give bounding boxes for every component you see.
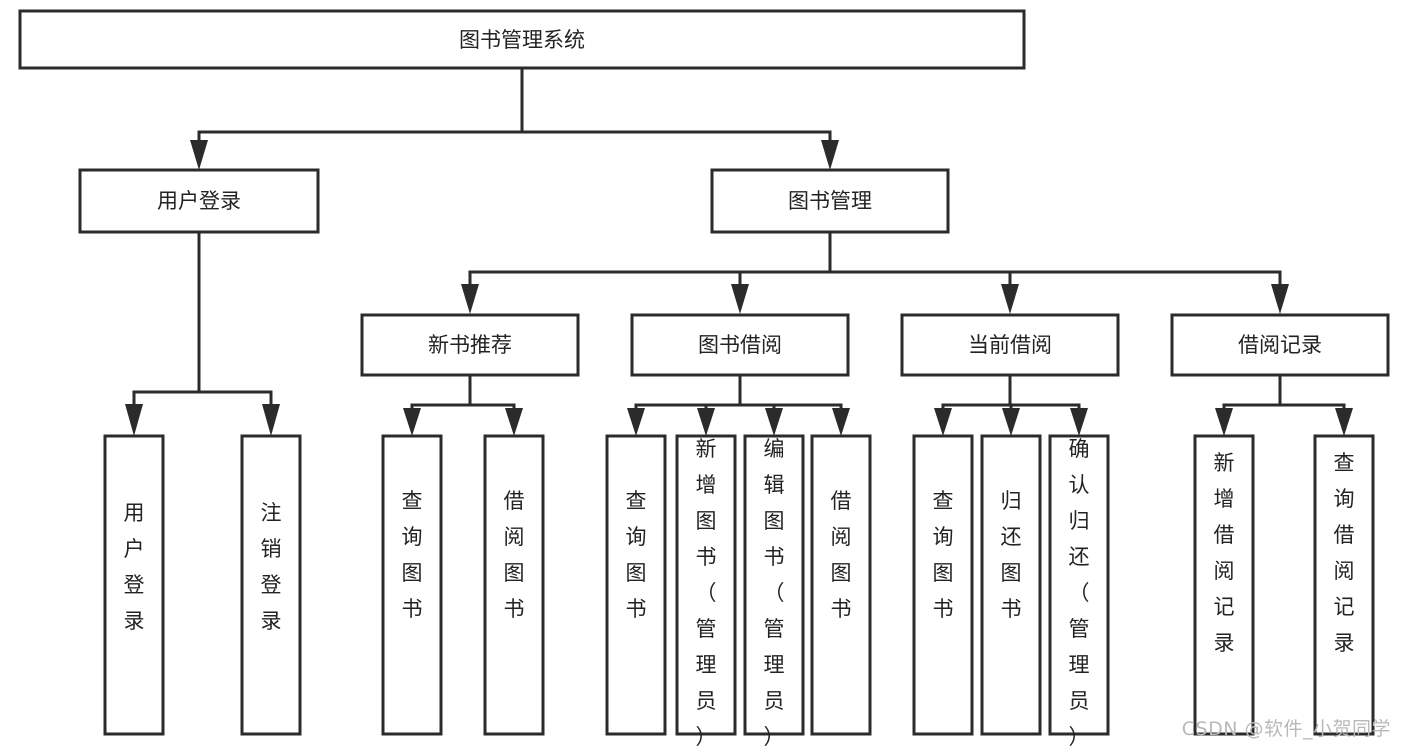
arrowhead-user-login <box>190 140 208 170</box>
node-current-borrow[interactable]: 当前借阅 <box>900 313 1120 377</box>
node-current-borrow-box[interactable] <box>900 313 1120 377</box>
node-borrow-record[interactable]: 借阅记录 <box>1170 313 1390 377</box>
leaf-bb-add-book[interactable]: 新增图书（管理员） <box>675 434 737 747</box>
leaf-bb-query-book[interactable]: 查询图书 <box>605 434 667 736</box>
leaf-bb-edit-book-box[interactable] <box>743 434 805 736</box>
leaf-nb-query-book[interactable]: 查询图书 <box>381 434 443 736</box>
arrowhead-cb-leaf-3 <box>1070 408 1088 436</box>
leaf-cb-query-book-label: 查询图书 <box>933 489 954 621</box>
leaf-cb-return-book-box[interactable] <box>980 434 1042 736</box>
node-root[interactable]: 图书管理系统 <box>18 9 1026 70</box>
leaf-cb-return-book[interactable]: 归还图书 <box>980 434 1042 736</box>
leaf-bb-query-book-label: 查询图书 <box>626 489 647 621</box>
node-borrow-record-box[interactable] <box>1170 313 1390 377</box>
arrowhead-nb-leaf-2 <box>505 408 523 436</box>
node-current-borrow-label: 当前借阅 <box>968 333 1052 357</box>
arrowhead-leaf-logout <box>262 404 280 436</box>
leaf-nb-borrow-book-box[interactable] <box>483 434 545 736</box>
leaf-bb-add-book-box[interactable] <box>675 434 737 736</box>
leaf-cb-query-book-box[interactable] <box>912 434 974 736</box>
leaf-br-query-record-label: 查询借阅记录 <box>1334 451 1355 655</box>
node-book-borrow[interactable]: 图书借阅 <box>630 313 850 377</box>
node-book-borrow-box[interactable] <box>630 313 850 377</box>
csdn-watermark: CSDN @软件_小贺同学 <box>1181 718 1391 740</box>
leaf-cb-confirm-return-label: 确认归还（管理员） <box>1069 437 1090 747</box>
arrowhead-bb-leaf-3 <box>765 408 783 436</box>
leaf-nb-borrow-book-label: 借阅图书 <box>504 489 525 621</box>
node-book-manage-label: 图书管理 <box>788 189 872 213</box>
leaf-bb-edit-book-label: 编辑图书（管理员） <box>764 437 785 747</box>
leaf-bb-borrow-book[interactable]: 借阅图书 <box>810 434 872 736</box>
arrowhead-bb-leaf-2 <box>697 408 715 436</box>
leaf-br-add-record[interactable]: 新增借阅记录 <box>1193 434 1255 736</box>
leaf-user-login-box[interactable] <box>103 434 165 736</box>
leaf-nb-query-book-box[interactable] <box>381 434 443 736</box>
arrowhead-br-leaf-1 <box>1215 408 1233 436</box>
node-new-book-recommend[interactable]: 新书推荐 <box>360 313 580 377</box>
arrowhead-br-leaf-2 <box>1335 408 1353 436</box>
leaf-bb-query-book-box[interactable] <box>605 434 667 736</box>
leaf-br-query-record[interactable]: 查询借阅记录 <box>1313 434 1375 736</box>
node-user-login[interactable]: 用户登录 <box>78 168 320 234</box>
leaf-bb-add-book-label: 新增图书（管理员） <box>696 437 717 747</box>
arrowhead-cb-leaf-2 <box>1002 408 1020 436</box>
arrowhead-new-book <box>461 284 479 314</box>
leaf-user-login-label: 用户登录 <box>124 501 145 633</box>
arrowhead-book-manage <box>821 140 839 170</box>
leaf-cb-return-book-label: 归还图书 <box>1001 489 1022 621</box>
node-new-book-recommend-box[interactable] <box>360 313 580 377</box>
leaf-nb-query-book-label: 查询图书 <box>402 489 423 621</box>
leaf-br-add-record-label: 新增借阅记录 <box>1214 451 1235 655</box>
arrowhead-book-borrow <box>731 284 749 314</box>
leaf-cb-confirm-return[interactable]: 确认归还（管理员） <box>1048 434 1110 747</box>
node-book-borrow-label: 图书借阅 <box>698 333 782 357</box>
leaf-br-add-record-box[interactable] <box>1193 434 1255 736</box>
leaf-nb-borrow-book[interactable]: 借阅图书 <box>483 434 545 736</box>
arrowhead-bb-leaf-1 <box>627 408 645 436</box>
connector-group <box>125 66 1353 436</box>
arrowhead-bb-leaf-4 <box>832 408 850 436</box>
arrowhead-borrow-record <box>1271 284 1289 314</box>
node-root-box[interactable] <box>18 9 1026 70</box>
node-user-login-box[interactable] <box>78 168 320 234</box>
node-borrow-record-label: 借阅记录 <box>1238 333 1322 357</box>
node-new-book-recommend-label: 新书推荐 <box>428 333 512 357</box>
leaf-logout-label: 注销登录 <box>261 501 282 633</box>
node-user-login-label: 用户登录 <box>157 189 241 213</box>
leaf-logout-box[interactable] <box>240 434 302 736</box>
node-root-label: 图书管理系统 <box>459 28 585 52</box>
leaf-br-query-record-box[interactable] <box>1313 434 1375 736</box>
node-book-manage-box[interactable] <box>710 168 950 234</box>
arrowhead-nb-leaf-1 <box>403 408 421 436</box>
arrowhead-current-borrow <box>1001 284 1019 314</box>
arrowhead-leaf-user-login <box>125 404 143 436</box>
leaf-bb-borrow-book-label: 借阅图书 <box>831 489 852 621</box>
leaf-cb-query-book[interactable]: 查询图书 <box>912 434 974 736</box>
leaf-user-login[interactable]: 用户登录 <box>103 434 165 736</box>
leaf-logout[interactable]: 注销登录 <box>240 434 302 736</box>
leaf-bb-borrow-book-box[interactable] <box>810 434 872 736</box>
arrowhead-cb-leaf-1 <box>934 408 952 436</box>
leaf-cb-confirm-return-box[interactable] <box>1048 434 1110 736</box>
leaf-bb-edit-book[interactable]: 编辑图书（管理员） <box>743 434 805 747</box>
node-book-manage[interactable]: 图书管理 <box>710 168 950 234</box>
